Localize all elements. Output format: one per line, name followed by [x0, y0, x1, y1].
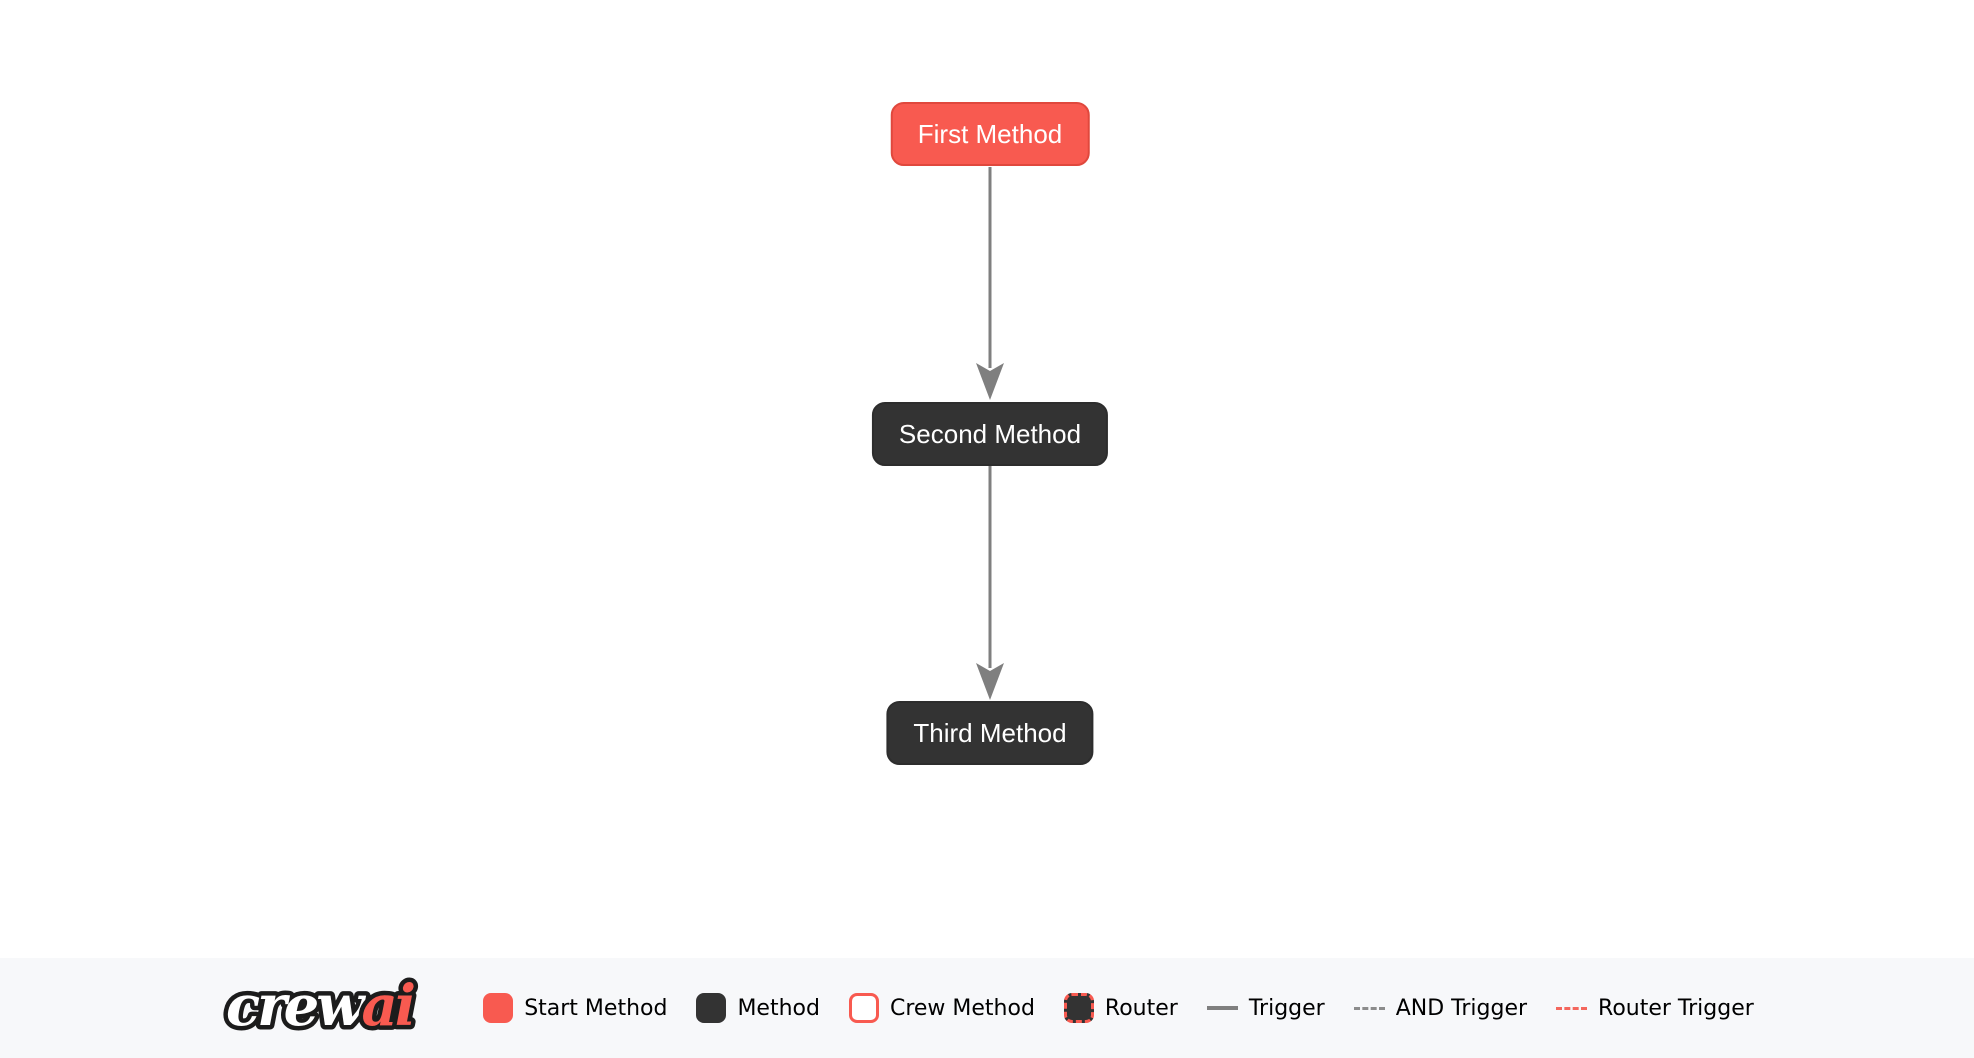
trigger-edge-first-to-second[interactable] — [976, 167, 1004, 400]
node-second-method[interactable]: Second Method — [871, 402, 1109, 466]
legend-label: Trigger — [1248, 995, 1325, 1021]
crew-method-swatch — [848, 993, 879, 1023]
method-swatch — [696, 993, 727, 1023]
legend-label: Start Method — [524, 995, 668, 1021]
legend-item-crew-method: Crew Method — [848, 993, 1035, 1023]
legend-item-router-trigger: Router Trigger — [1556, 996, 1754, 1021]
legend-item-start-method: Start Method — [483, 993, 667, 1023]
legend-bar: crewai Start Method Method Crew Method R… — [0, 958, 1974, 1058]
legend-item-and-trigger: AND Trigger — [1353, 995, 1528, 1021]
and-trigger-line-swatch — [1353, 1006, 1385, 1010]
crewai-logo: crewai — [220, 968, 440, 1048]
svg-text:crewai: crewai — [226, 973, 414, 1039]
trigger-line-swatch — [1206, 1006, 1238, 1010]
legend-label: Crew Method — [889, 995, 1035, 1021]
logo-text-crew: crew — [226, 973, 366, 1039]
logo-text-ai: ai — [362, 973, 414, 1039]
legend-label: Router Trigger — [1598, 995, 1754, 1021]
node-label: Second Method — [898, 418, 1082, 449]
legend-label: Method — [737, 995, 820, 1021]
legend-label: AND Trigger — [1395, 995, 1528, 1021]
legend-label: Router — [1104, 995, 1178, 1021]
node-label: Third Method — [913, 717, 1067, 748]
node-first-method[interactable]: First Method — [890, 102, 1090, 166]
node-third-method[interactable]: Third Method — [886, 701, 1094, 765]
node-label: First Method — [917, 118, 1063, 149]
router-trigger-line-swatch — [1556, 1006, 1588, 1010]
start-method-swatch — [483, 993, 514, 1023]
router-swatch — [1063, 993, 1094, 1023]
legend-item-method: Method — [696, 993, 820, 1023]
legend-item-trigger: Trigger — [1206, 995, 1325, 1021]
legend-item-router: Router — [1063, 993, 1178, 1023]
trigger-edge-second-to-third[interactable] — [976, 466, 1004, 700]
